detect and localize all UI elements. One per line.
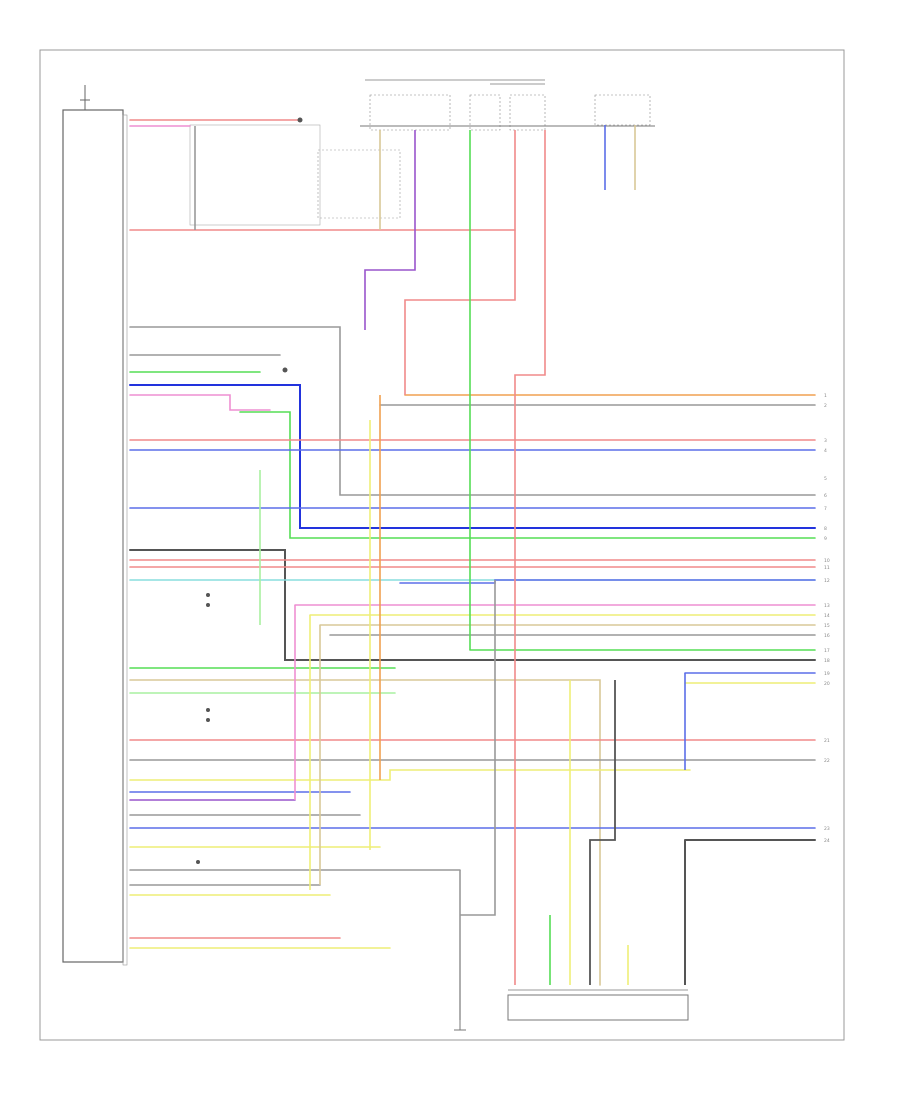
- left-module-pins: [122, 114, 128, 966]
- bottom-module: [507, 989, 689, 1021]
- right-number: 23: [824, 826, 830, 832]
- right-number: 14: [824, 613, 830, 619]
- right-number: 19: [824, 671, 830, 677]
- splice: [196, 860, 200, 864]
- vwire-red-b: [514, 130, 546, 985]
- inner-dashed-box: [317, 149, 401, 219]
- splice: [206, 708, 210, 712]
- right-number: 7: [824, 506, 827, 512]
- ground-symbol: [454, 1020, 466, 1031]
- top-connectors: [189, 79, 655, 226]
- wire-gray-1: [129, 326, 816, 496]
- right-number: 3: [824, 438, 827, 444]
- wire-dark-1: [129, 549, 816, 661]
- splice: [206, 593, 210, 597]
- left-module: [62, 85, 128, 966]
- wires: [129, 119, 816, 986]
- splice: [297, 117, 303, 123]
- right-number: 18: [824, 658, 830, 664]
- right-number: 20: [824, 681, 830, 687]
- splices: [196, 117, 303, 864]
- vwire-gray-mid: [460, 580, 496, 916]
- left-module-box: [62, 109, 124, 963]
- vertical-wires: [194, 125, 686, 1020]
- wire-tan-2: [129, 679, 601, 986]
- splice: [282, 367, 288, 373]
- right-number: 22: [824, 758, 830, 764]
- right-pin-numbers: 1 2 3 4 5 6 7 8 9 10 11 12 13 14 15 16 1…: [824, 393, 830, 844]
- right-number: 12: [824, 578, 830, 584]
- top-connector-1: [369, 94, 451, 131]
- top-connector-2: [469, 94, 501, 131]
- right-number: 13: [824, 603, 830, 609]
- top-connector-4: [594, 94, 651, 126]
- vwire-purple: [364, 130, 416, 330]
- right-number: 1: [824, 393, 827, 399]
- vwire-red-a: [404, 130, 516, 395]
- splice: [206, 603, 210, 607]
- right-number: 8: [824, 526, 827, 532]
- right-number: 15: [824, 623, 830, 629]
- right-number: 4: [824, 448, 827, 454]
- diagram-border: [39, 49, 845, 1041]
- right-number: 17: [824, 648, 830, 654]
- right-number: 10: [824, 558, 830, 564]
- wire-yellow-3: [129, 769, 691, 781]
- right-number: 21: [824, 738, 830, 744]
- top-connector-3: [509, 94, 546, 131]
- right-number: 5: [824, 476, 827, 482]
- right-number: 2: [824, 403, 827, 409]
- vwire-dark: [589, 680, 616, 985]
- splice: [206, 718, 210, 722]
- upper-left-box: [189, 124, 321, 226]
- right-number: 9: [824, 536, 827, 542]
- right-number: 6: [824, 493, 827, 499]
- right-number: 16: [824, 633, 830, 639]
- wire-blue-1: [129, 384, 816, 529]
- bottom-module-box: [507, 994, 689, 1021]
- wire-pink-1: [129, 394, 271, 411]
- right-number: 24: [824, 838, 830, 844]
- right-number: 11: [824, 565, 830, 571]
- wire-green-2: [239, 411, 816, 539]
